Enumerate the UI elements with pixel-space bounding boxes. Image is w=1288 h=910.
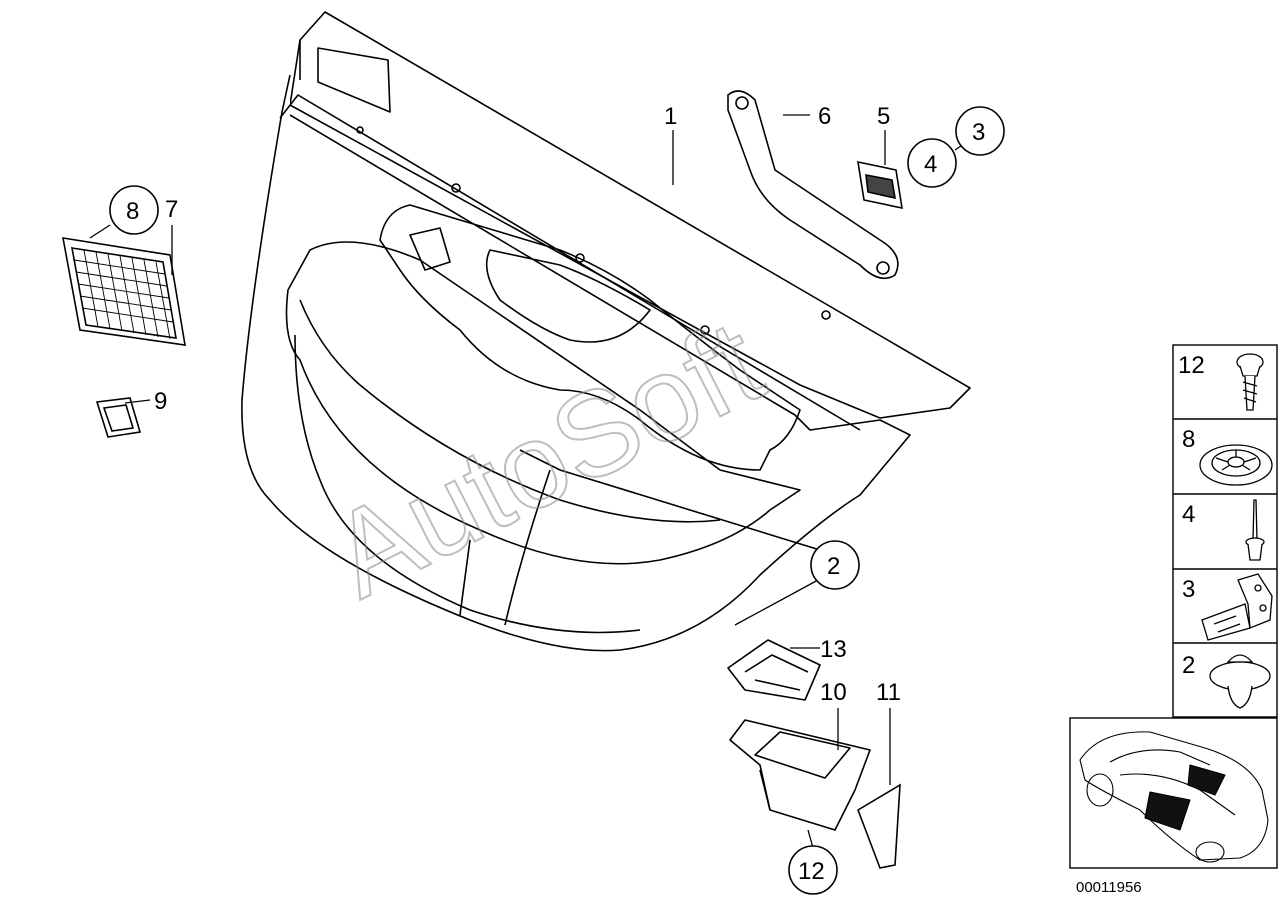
callout-2-circle [810,540,860,590]
callout-8: 8 [126,198,139,225]
callout-4: 4 [924,151,937,178]
ashtray-housing [729,719,871,831]
door-trim-panel [241,11,971,652]
callout-3-circle [955,106,1005,156]
switch-clip [857,160,903,210]
callout-8-circle [109,185,159,235]
callout-10: 10 [820,679,847,706]
fastener-label-3: 3 [1182,576,1195,603]
fastener-label-2: 2 [1182,652,1195,679]
fastener-label-12: 12 [1178,352,1205,379]
callouts: 1 6 5 3 4 8 7 9 2 13 10 11 12 [109,103,1005,895]
callout-12: 12 [798,858,825,885]
handle-bracket [727,90,899,280]
callout-13: 13 [820,636,847,663]
callout-2: 2 [827,553,840,580]
trim-strip [857,783,901,869]
callout-11: 11 [876,679,901,706]
callout-4-circle [907,138,957,188]
callout-1: 1 [664,103,677,130]
car-locator-thumbnail [1069,717,1278,869]
rivet-icon [1245,499,1265,561]
push-clip-icon [1209,654,1271,709]
expanding-nut-icon [1199,444,1273,486]
small-cover [95,397,142,438]
speaker-grille [62,237,186,346]
reference-number: 00011956 [1076,879,1142,896]
fastener-label-4: 4 [1182,501,1195,528]
callout-5: 5 [877,103,890,130]
fastener-label-8: 8 [1182,426,1195,453]
storage-tray [727,639,821,701]
bracket-icon [1201,573,1273,641]
callout-12-circle [788,845,838,895]
leader-lines [89,114,971,849]
callout-7: 7 [165,196,178,223]
callout-3: 3 [972,119,985,146]
screw-icon [1236,353,1264,411]
fasteners-panel: 12 8 4 3 [1172,344,1278,718]
callout-9: 9 [154,388,167,415]
callout-6: 6 [818,103,831,130]
